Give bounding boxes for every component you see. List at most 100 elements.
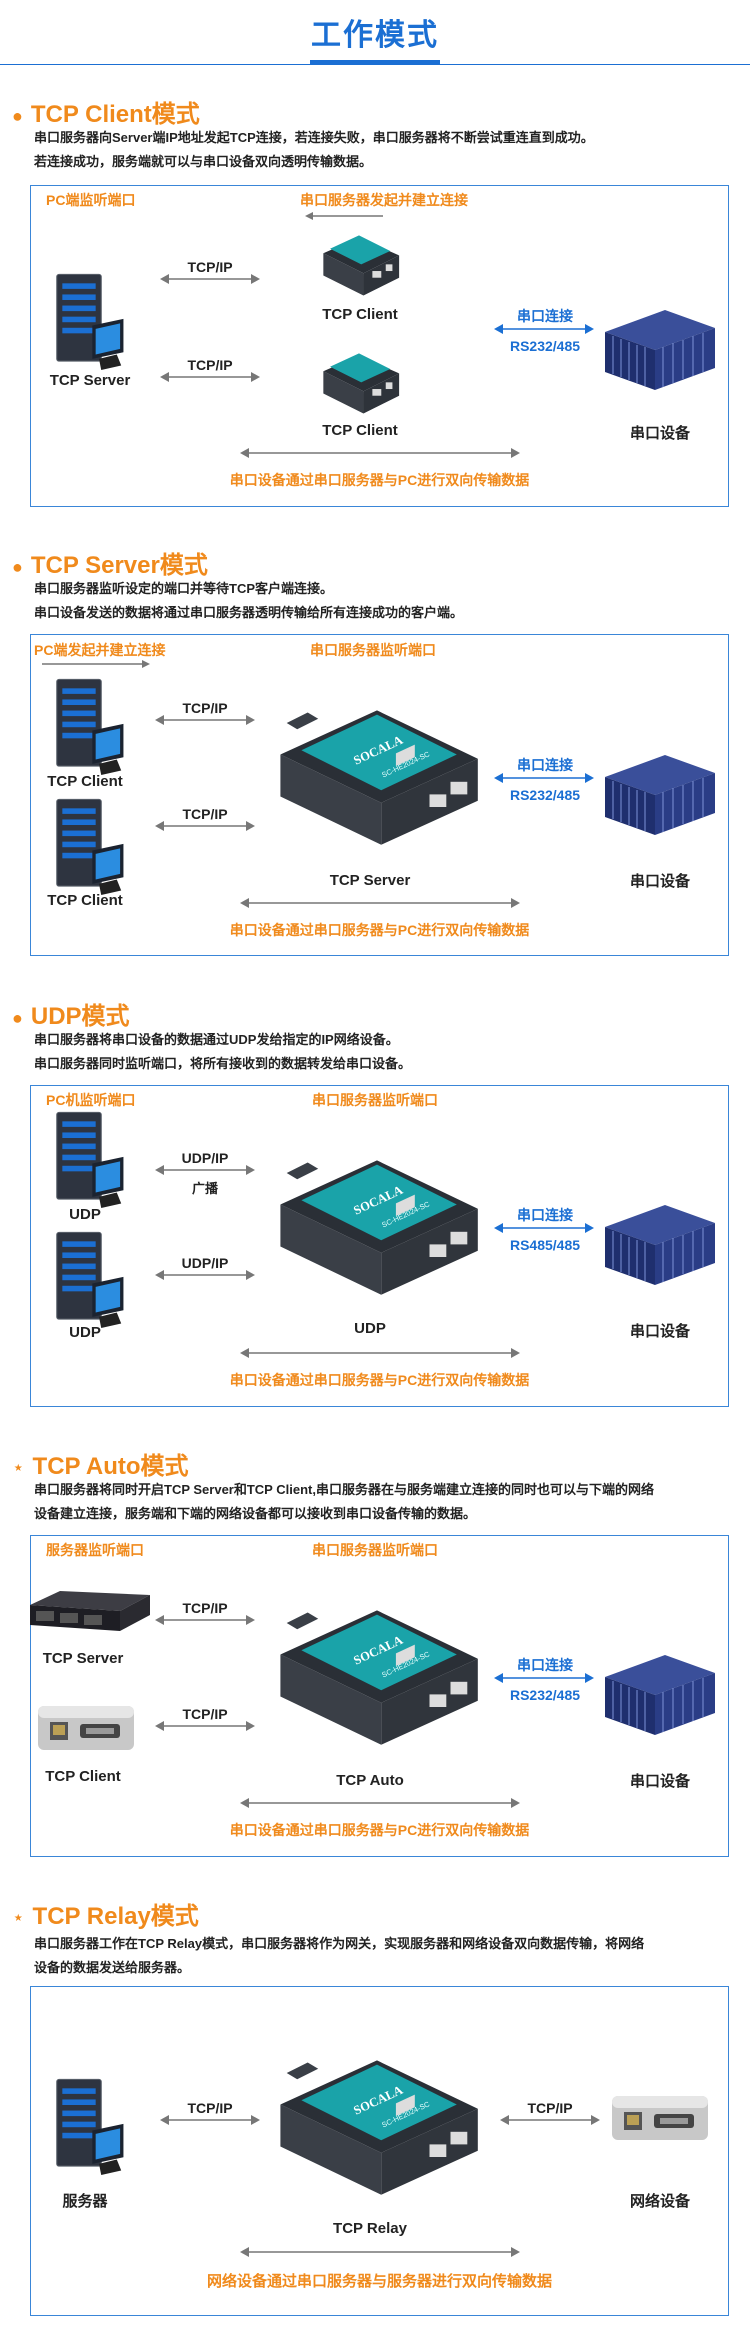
double-arrow-icon — [494, 1673, 594, 1683]
mid-device-label-2: TCP Client — [322, 422, 398, 439]
arrow-right-icon — [42, 660, 150, 668]
left-device-label-1: UDP — [69, 1206, 101, 1223]
serial-device-icon — [605, 1204, 715, 1286]
server-icon — [56, 2078, 125, 2175]
label-right: 串口服务器监听端口 — [312, 1092, 438, 1108]
double-arrow-icon — [494, 324, 594, 334]
section-title-udp: ●UDP模式 — [12, 1003, 130, 1030]
diagram-frame-tcp-client — [30, 185, 729, 507]
section-desc-tcp-client: 串口服务器向Server端IP地址发起TCP连接，若连接失败，串口服务器将不断尝… — [34, 130, 594, 169]
protocol-label-1: TCP/IP — [187, 2100, 233, 2116]
diagram-frame-tcp-server — [30, 634, 729, 956]
server-icon — [56, 678, 125, 775]
double-arrow-icon — [155, 1270, 255, 1280]
double-arrow-icon — [240, 448, 520, 458]
serial-device-icon — [605, 754, 715, 836]
diagram-frame-tcp-auto — [30, 1535, 729, 1857]
serial-device-icon — [605, 1654, 715, 1736]
section-desc-udp: 串口服务器将串口设备的数据通过UDP发给指定的IP网络设备。 串口服务器同时监听… — [34, 1032, 412, 1071]
serial-std-label: RS232/485 — [509, 338, 581, 354]
center-device-label: TCP Auto — [336, 1772, 404, 1789]
section-title-tcp-client: ●TCP Client模式 — [12, 101, 200, 128]
serial-link-label: 串口连接 — [517, 308, 573, 324]
right-device-label: 串口设备 — [629, 1773, 690, 1790]
protocol-label-2: UDP/IP — [181, 1255, 229, 1271]
serial-std-label: RS232/485 — [509, 1687, 581, 1703]
double-arrow-icon — [155, 1615, 255, 1625]
serial-link-label: 串口连接 — [517, 757, 573, 773]
section-title-tcp-server: ●TCP Server模式 — [12, 552, 208, 579]
serial-link-label: 串口连接 — [517, 1207, 573, 1223]
right-device-label: 串口设备 — [629, 425, 690, 442]
arrow-left-icon — [305, 212, 383, 220]
label-left: PC机监听端口 — [46, 1092, 136, 1108]
bottom-note: 网络设备通过串口服务器与服务器进行双向传输数据 — [206, 2273, 552, 2290]
protocol-label-1: TCP/IP — [182, 700, 228, 716]
star-icon: ⋆ — [12, 1457, 25, 1479]
serial-server-device-icon — [280, 1160, 478, 1295]
protocol-label-2: TCP/IP — [182, 1706, 228, 1722]
server-icon — [56, 1111, 125, 1208]
mid-device-label-1: TCP Client — [322, 306, 398, 323]
protocol-label-1: TCP/IP — [182, 1600, 228, 1616]
label-left: PC端监听端口 — [46, 192, 136, 208]
protocol-label-1: TCP/IP — [187, 259, 233, 275]
double-arrow-icon — [155, 715, 255, 725]
serial-std-label: RS485/485 — [509, 1237, 581, 1253]
serial-server-device-icon — [280, 710, 478, 845]
double-arrow-icon — [160, 372, 260, 382]
label-left: 服务器监听端口 — [46, 1542, 144, 1558]
bottom-note: 串口设备通过串口服务器与PC进行双向传输数据 — [229, 472, 530, 488]
section-desc-tcp-relay: 串口服务器工作在TCP Relay模式，串口服务器将作为网关，实现服务器和网络设… — [34, 1936, 645, 1975]
double-arrow-icon — [240, 1798, 520, 1808]
network-device-icon — [612, 2096, 708, 2140]
serial-server-device-icon — [280, 2060, 478, 2195]
serial-std-label: RS232/485 — [509, 787, 581, 803]
double-arrow-icon — [155, 1721, 255, 1731]
server-rack-icon — [30, 1591, 150, 1631]
protocol-sub-label: 广播 — [191, 1181, 218, 1196]
double-arrow-icon — [494, 1223, 594, 1233]
left-device-label: TCP Server — [49, 372, 131, 389]
title-underline — [310, 60, 440, 65]
label-right: 串口服务器监听端口 — [312, 1542, 438, 1558]
serial-link-label: 串口连接 — [517, 1657, 573, 1673]
double-arrow-icon — [494, 773, 594, 783]
protocol-label-2: TCP/IP — [527, 2100, 573, 2116]
label-right: 串口服务器监听端口 — [310, 642, 436, 658]
left-device-label-1: TCP Client — [47, 773, 123, 790]
double-arrow-icon — [160, 274, 260, 284]
title-rule — [0, 64, 750, 65]
diagram-frame-udp — [30, 1085, 729, 1407]
section-desc-tcp-auto: 串口服务器将同时开启TCP Server和TCP Client,串口服务器在与服… — [34, 1482, 654, 1521]
double-arrow-icon — [500, 2115, 600, 2125]
label-right: 串口服务器发起并建立连接 — [300, 192, 468, 208]
server-icon — [56, 798, 125, 895]
double-arrow-icon — [155, 821, 255, 831]
bullet-icon: ● — [12, 557, 23, 577]
device-icon — [323, 235, 400, 296]
bullet-icon: ● — [12, 1008, 23, 1028]
protocol-label-2: TCP/IP — [187, 357, 233, 373]
double-arrow-icon — [240, 898, 520, 908]
protocol-label-1: UDP/IP — [181, 1150, 229, 1166]
double-arrow-icon — [160, 2115, 260, 2125]
bottom-note: 串口设备通过串口服务器与PC进行双向传输数据 — [229, 1822, 530, 1838]
center-device-label: TCP Server — [329, 872, 411, 889]
section-desc-tcp-server: 串口服务器监听设定的端口并等待TCP客户端连接。 串口设备发送的数据将通过串口服… — [34, 581, 464, 620]
server-icon — [56, 273, 125, 370]
bullet-icon: ● — [12, 106, 23, 126]
right-device-label: 串口设备 — [629, 873, 690, 890]
double-arrow-icon — [240, 1348, 520, 1358]
center-device-label: TCP Relay — [333, 2220, 407, 2237]
serial-device-icon — [605, 309, 715, 391]
right-device-label: 串口设备 — [629, 1323, 690, 1340]
double-arrow-icon — [155, 1165, 255, 1175]
left-device-label-2: TCP Client — [45, 1768, 121, 1785]
label-left: PC端发起并建立连接 — [34, 642, 166, 658]
device-icon — [323, 353, 400, 414]
bottom-note: 串口设备通过串口服务器与PC进行双向传输数据 — [229, 1372, 530, 1388]
left-device-label-2: UDP — [69, 1324, 101, 1341]
right-device-label: 网络设备 — [629, 2193, 690, 2210]
diagram-frame-tcp-relay — [30, 1986, 729, 2316]
